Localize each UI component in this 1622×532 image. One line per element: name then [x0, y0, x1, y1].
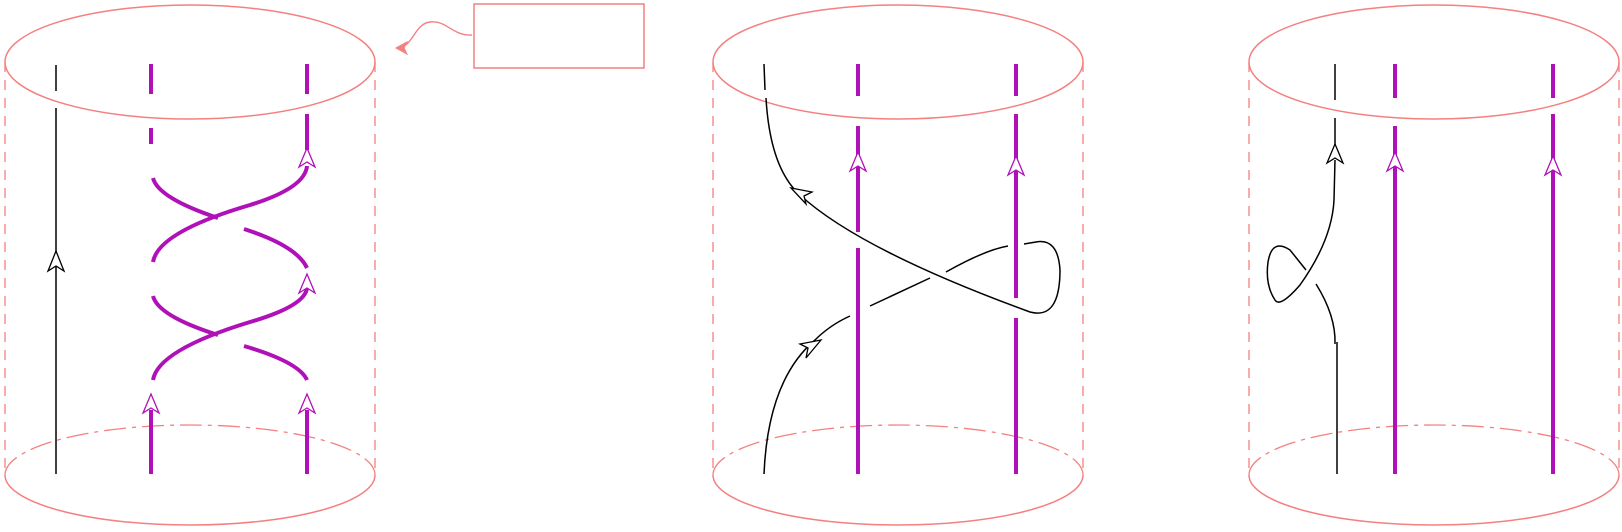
cylinder-bottom-front — [1248, 474, 1620, 526]
black-arrow-icon — [797, 339, 823, 359]
black-arrow-icon — [46, 249, 66, 273]
magenta-strand-a — [149, 64, 309, 474]
cylinder-top-rim — [1248, 4, 1620, 120]
braid-panel-right — [1248, 4, 1620, 526]
magenta-arrow-icons-left — [141, 146, 317, 415]
callout-box-label — [474, 4, 642, 66]
braid-panel-left — [4, 4, 376, 526]
callout-arrowhead-icon — [394, 40, 409, 56]
cylinder-top-rim — [712, 4, 1084, 120]
magenta-strands-right — [1393, 64, 1555, 474]
callout — [394, 3, 645, 69]
magenta-arrow-icons-right — [1385, 150, 1563, 177]
black-arrow-icon — [789, 186, 815, 207]
magenta-strands-middle — [856, 64, 1018, 474]
cylinder-bottom-front — [4, 474, 376, 526]
cylinder-bottom-front — [712, 474, 1084, 526]
cylinder-top-rim — [4, 4, 376, 120]
callout-wavy-arrow — [397, 21, 473, 49]
braid-panel-middle — [712, 4, 1084, 526]
black-arrow-icon — [1325, 142, 1345, 165]
black-strand-right — [1266, 64, 1338, 474]
cylinder-bottom-back — [1248, 424, 1620, 476]
magenta-strand-b — [149, 64, 309, 474]
callout-box — [473, 3, 645, 69]
cylinder-bottom-back — [712, 424, 1084, 476]
magenta-arrow-icons-middle — [848, 150, 1026, 177]
cylinder-bottom-back — [4, 424, 376, 476]
